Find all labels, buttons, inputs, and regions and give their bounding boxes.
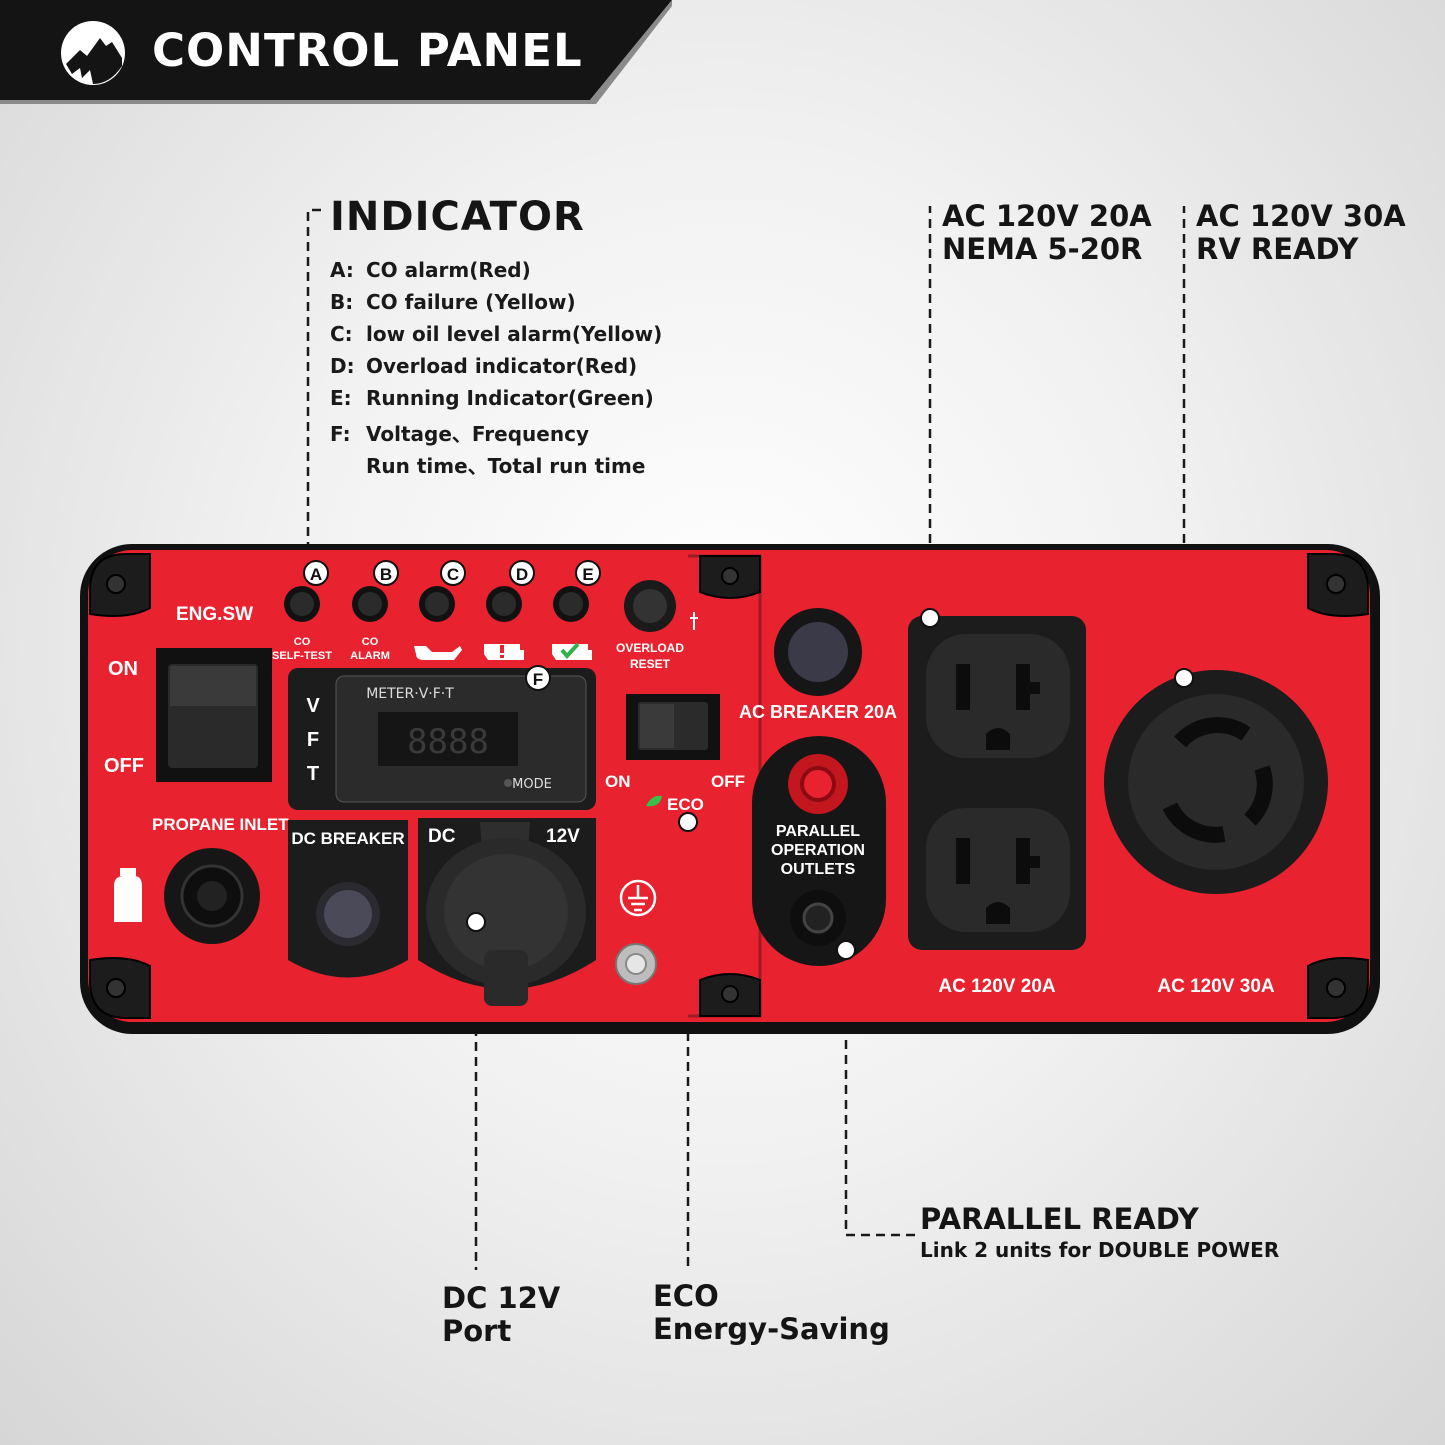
legend-item-d: D:Overload indicator(Red) [330, 354, 638, 378]
indicator-heading: INDICATOR [330, 194, 585, 240]
indicator-lights: A B C D E [284, 560, 601, 622]
meter-title: METER·V·F·T [366, 686, 454, 702]
dc-port-marker [466, 912, 486, 932]
co-self-test-label-2: SELF-TEST [272, 650, 332, 662]
overload-reset-label-2: RESET [630, 657, 671, 671]
co-alarm-label-1: CO [362, 636, 379, 648]
ground-icon [619, 879, 657, 917]
screw-icon [721, 985, 739, 1003]
running-engine-icon [552, 642, 592, 660]
svg-text:B: B [380, 565, 392, 584]
outlet-20a-callout: AC 120V 20A NEMA 5-20R [942, 199, 1152, 266]
meter-t-label: T [307, 763, 319, 785]
header-banner [0, 0, 672, 104]
parallel-callout: PARALLEL READY Link 2 units for DOUBLE P… [920, 1202, 1280, 1263]
screw-icon [106, 978, 126, 998]
co-alarm-label-2: ALARM [350, 650, 390, 662]
eco-off-label: OFF [711, 772, 745, 791]
propane-tank-icon [114, 876, 142, 922]
indicator-e: E [553, 560, 601, 622]
legend-item-b: B:CO failure (Yellow) [330, 290, 576, 314]
indicator-f-label: F [533, 670, 543, 689]
parallel-marker [836, 940, 856, 960]
legend-item-f-cont: Run time、Total run time [366, 454, 646, 478]
screw-icon [106, 574, 126, 594]
page-title: CONTROL PANEL [152, 24, 583, 77]
outlet-20a-marker [920, 608, 940, 628]
screw-icon [1326, 574, 1346, 594]
svg-text:D: D [516, 565, 528, 584]
outlet-30a-callout: AC 120V 30A RV READY [1196, 199, 1406, 266]
mode-button[interactable] [504, 779, 512, 787]
outlet-30a-marker [1174, 668, 1194, 688]
overload-engine-icon [484, 644, 524, 660]
eng-sw-label: ENG.SW [176, 604, 253, 625]
parallel-label-1: PARALLEL [776, 823, 860, 840]
dc-breaker-label: DC BREAKER [291, 829, 404, 848]
indicator-d: D [486, 560, 535, 622]
eco-marker [678, 812, 698, 832]
leader-indicator [306, 208, 326, 566]
oil-level-icon [414, 646, 462, 660]
propane-inlet-label: PROPANE INLET [152, 815, 289, 834]
mode-label: MODE [512, 777, 552, 792]
leaf-icon [646, 795, 662, 807]
dc-port-callout: DC 12V Port [442, 1281, 561, 1348]
indicator-legend: A:CO alarm(Red) B:CO failure (Yellow) C:… [330, 258, 662, 482]
leader-parallel [844, 950, 915, 1237]
svg-text:C: C [447, 565, 459, 584]
indicator-c: C [419, 560, 466, 622]
eng-sw-off-label: OFF [104, 755, 144, 777]
screw-icon [1326, 978, 1346, 998]
press-hand-icon [690, 612, 698, 630]
screw-icon [721, 567, 739, 585]
outlet-20a-top[interactable] [926, 634, 1070, 758]
indicator-b: B [352, 560, 399, 622]
eco-on-label: ON [605, 772, 631, 791]
parallel-label-3: OUTLETS [781, 861, 856, 878]
parallel-outlets-housing [752, 736, 886, 966]
svg-text:A: A [310, 565, 322, 584]
co-self-test-label-1: CO [294, 636, 311, 648]
meter-digits: 8888 [407, 722, 489, 762]
brand-logo-icon [61, 21, 125, 85]
ac-breaker-label: AC BREAKER 20A [739, 702, 897, 722]
indicator-a: A [284, 560, 329, 622]
outlet-30a-twist-lock[interactable] [1128, 694, 1304, 870]
svg-text:E: E [582, 565, 593, 584]
dc-12v-label: 12V [546, 826, 580, 847]
dc-label: DC [428, 826, 456, 847]
banner-shape [0, 0, 672, 104]
meter-f-label: F [307, 729, 319, 751]
overload-reset-label-1: OVERLOAD [616, 641, 684, 655]
meter-display [378, 712, 518, 766]
legend-item-f: F:Voltage、Frequency [330, 422, 589, 446]
meter-v-label: V [306, 695, 320, 717]
parallel-label-2: OPERATION [771, 842, 865, 859]
eng-sw-on-label: ON [108, 658, 138, 680]
legend-item-c: C:low oil level alarm(Yellow) [330, 322, 663, 346]
outlet-20a-bottom[interactable] [926, 808, 1070, 932]
eco-callout: ECO Energy-Saving [653, 1279, 890, 1346]
outlet-30a-label: AC 120V 30A [1157, 976, 1275, 997]
legend-item-a: A:CO alarm(Red) [330, 258, 531, 282]
outlet-20a-label: AC 120V 20A [938, 976, 1056, 997]
legend-item-e: E:Running Indicator(Green) [330, 386, 654, 410]
eco-label: ECO [667, 795, 704, 814]
